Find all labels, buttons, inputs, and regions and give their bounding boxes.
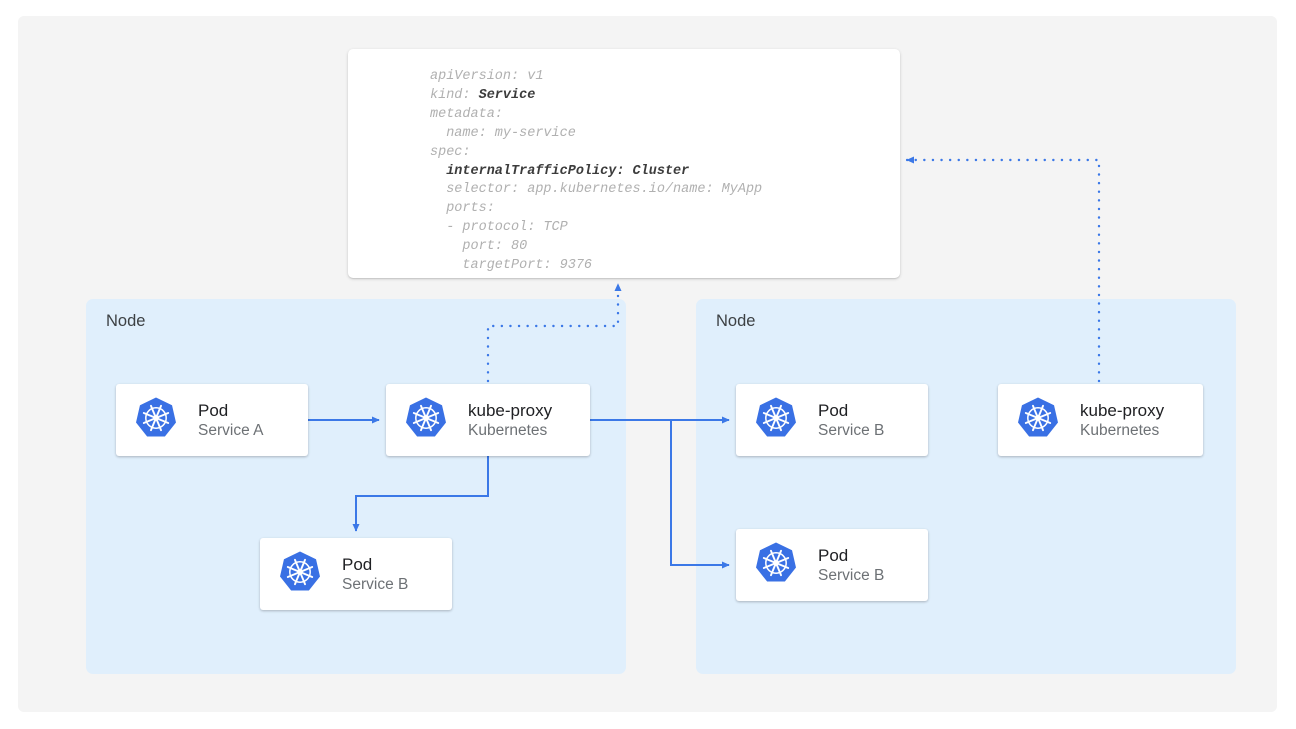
node-label-left: Node	[106, 312, 145, 331]
manifest-line: - protocol: TCP	[430, 219, 762, 238]
card-subtitle: Kubernetes	[1080, 421, 1164, 441]
service-manifest-code: apiVersion: v1kind: Servicemetadata: nam…	[430, 68, 762, 276]
card-title: Pod	[818, 400, 884, 421]
manifest-line: name: my-service	[430, 125, 762, 144]
card-kube-proxy-left[interactable]: kube-proxy Kubernetes	[386, 384, 590, 456]
manifest-line: ports:	[430, 200, 762, 219]
manifest-line: spec:	[430, 144, 762, 163]
diagram-panel: apiVersion: v1kind: Servicemetadata: nam…	[18, 16, 1277, 712]
kubernetes-logo-svg	[754, 396, 798, 440]
card-subtitle: Service B	[342, 575, 408, 595]
card-pod-service-b-top[interactable]: Pod Service B	[736, 384, 928, 456]
card-title: kube-proxy	[1080, 400, 1164, 421]
service-manifest-card: apiVersion: v1kind: Servicemetadata: nam…	[348, 49, 900, 278]
kubernetes-logo-svg	[278, 550, 322, 594]
manifest-line: apiVersion: v1	[430, 68, 762, 87]
node-label-right: Node	[716, 312, 755, 331]
kubernetes-icon	[404, 396, 448, 445]
manifest-line: selector: app.kubernetes.io/name: MyApp	[430, 181, 762, 200]
card-title: kube-proxy	[468, 400, 552, 421]
manifest-line: kind: Service	[430, 87, 762, 106]
kubernetes-logo-svg	[1016, 396, 1060, 440]
manifest-line: port: 80	[430, 238, 762, 257]
kubernetes-logo-svg	[134, 396, 178, 440]
kubernetes-logo-svg	[404, 396, 448, 440]
card-title: Pod	[818, 545, 884, 566]
manifest-line-highlight: Service	[479, 88, 536, 103]
card-title: Pod	[342, 554, 408, 575]
manifest-line: metadata:	[430, 106, 762, 125]
node-container-left: Node	[86, 299, 626, 674]
kubernetes-icon	[754, 541, 798, 590]
kubernetes-icon	[754, 396, 798, 445]
card-subtitle: Service B	[818, 421, 884, 441]
card-pod-service-b-left[interactable]: Pod Service B	[260, 538, 452, 610]
card-subtitle: Kubernetes	[468, 421, 552, 441]
manifest-line: targetPort: 9376	[430, 257, 762, 276]
card-pod-service-b-bottom[interactable]: Pod Service B	[736, 529, 928, 601]
kubernetes-icon	[134, 396, 178, 445]
card-kube-proxy-right[interactable]: kube-proxy Kubernetes	[998, 384, 1203, 456]
manifest-line-highlight: internalTrafficPolicy: Cluster	[446, 164, 689, 179]
card-pod-service-a[interactable]: Pod Service A	[116, 384, 308, 456]
card-title: Pod	[198, 400, 263, 421]
node-container-right: Node	[696, 299, 1236, 674]
kubernetes-icon	[278, 550, 322, 599]
card-subtitle: Service A	[198, 421, 263, 441]
card-subtitle: Service B	[818, 566, 884, 586]
manifest-line: internalTrafficPolicy: Cluster	[430, 163, 762, 182]
kubernetes-logo-svg	[754, 541, 798, 585]
kubernetes-icon	[1016, 396, 1060, 445]
